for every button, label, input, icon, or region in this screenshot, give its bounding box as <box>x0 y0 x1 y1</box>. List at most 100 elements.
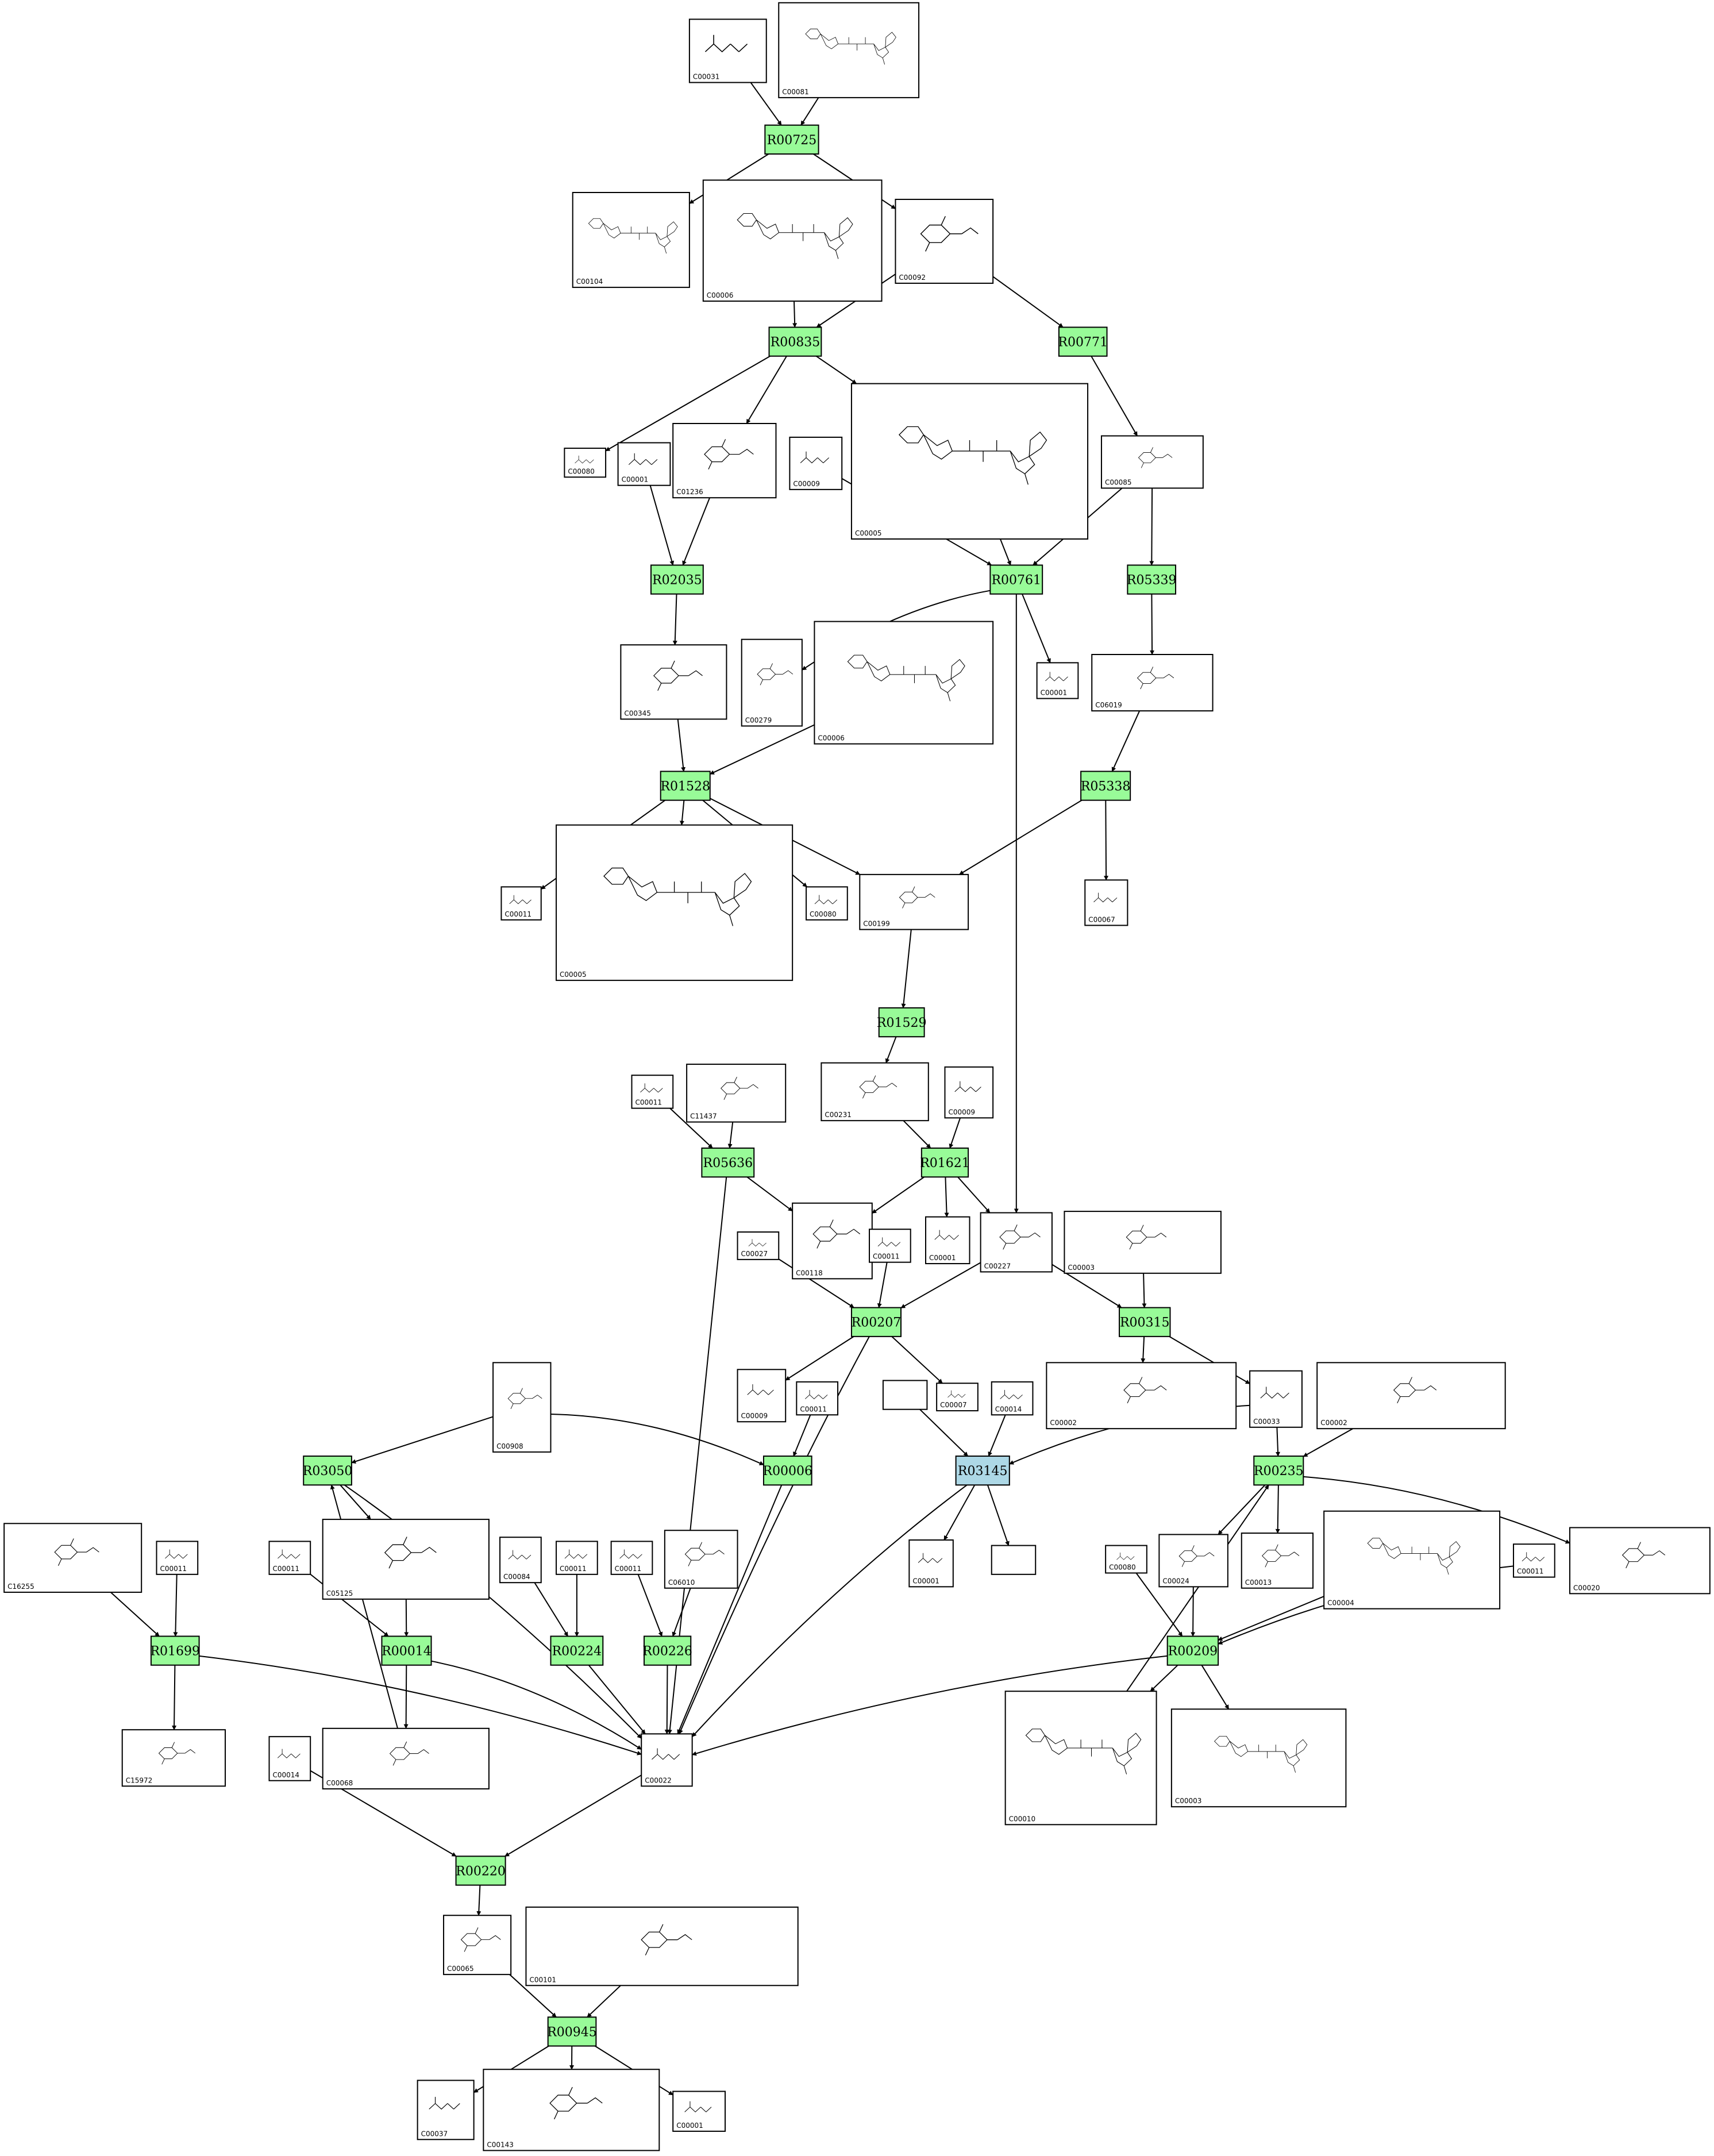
compound-node-C01236[interactable]: C01236 <box>672 423 777 499</box>
reaction-node-r00207[interactable]: R00207 <box>850 1307 902 1337</box>
compound-node-C00345[interactable]: C00345 <box>620 644 727 720</box>
compound-node-C00011[interactable]: C00011 <box>796 1381 839 1416</box>
compound-node-C00014[interactable]: C00014 <box>268 1736 311 1781</box>
compound-node-C00084[interactable]: C00084 <box>499 1537 542 1584</box>
reaction-node-r01528[interactable]: R01528 <box>660 771 711 801</box>
compound-node-C00031[interactable]: C00031 <box>688 18 767 83</box>
compound-node-C00011[interactable]: C00011 <box>556 1541 598 1575</box>
compound-node-C00080[interactable]: C00080 <box>806 886 848 921</box>
compound-box <box>483 2069 660 2151</box>
compound-node-C00011[interactable]: C00011 <box>610 1541 653 1575</box>
compound-node-C15972[interactable]: C15972 <box>121 1729 226 1787</box>
compound-node-C00002[interactable]: C00002 <box>1046 1362 1237 1430</box>
compound-node-C00020[interactable]: C00020 <box>1569 1527 1711 1595</box>
compound-node-C00013[interactable]: C00013 <box>1241 1533 1314 1589</box>
compound-node-C00227[interactable]: C00227 <box>980 1212 1053 1273</box>
compound-node-C00011[interactable]: C00011 <box>500 886 542 921</box>
compound-node-C00033[interactable]: C00033 <box>1249 1370 1303 1428</box>
reaction-node-r00315[interactable]: R00315 <box>1119 1307 1171 1337</box>
compound-label: C00010 <box>1009 1815 1036 1823</box>
reaction-node-r00771[interactable]: R00771 <box>1058 326 1108 357</box>
compound-node-C00006[interactable]: C00006 <box>702 179 883 302</box>
reaction-label: R05339 <box>1127 573 1177 588</box>
compound-node-C00092[interactable]: C00092 <box>895 198 994 284</box>
compound-node-C00011[interactable]: C00011 <box>1513 1543 1555 1578</box>
reaction-node-r00224[interactable]: R00224 <box>550 1635 604 1666</box>
reaction-node-r03145[interactable]: R03145 <box>955 1456 1010 1486</box>
edge-n33-r15 <box>793 1414 811 1457</box>
compound-node-C00001[interactable]: C00001 <box>1036 662 1079 699</box>
compound-node-C06010[interactable]: C06010 <box>664 1530 738 1589</box>
compound-node-C00080[interactable]: C00080 <box>564 448 607 478</box>
compound-node-C00003[interactable]: C00003 <box>1064 1211 1222 1274</box>
compound-node-C00005[interactable]: C00005 <box>850 383 1089 540</box>
reaction-box <box>381 1635 432 1666</box>
compound-node-C00007[interactable]: C00007 <box>936 1383 979 1412</box>
compound-node-C00009[interactable]: C00009 <box>737 1369 787 1423</box>
compound-node-C00003[interactable]: C00003 <box>1170 1708 1347 1808</box>
compound-node-C11437[interactable]: C11437 <box>686 1064 787 1123</box>
reaction-node-r00220[interactable]: R00220 <box>455 1855 506 1886</box>
reaction-node-r03050[interactable]: R03050 <box>303 1456 353 1486</box>
compound-node-C00011[interactable]: C00011 <box>156 1541 199 1575</box>
compound-node-C00231[interactable]: C00231 <box>821 1062 929 1122</box>
reaction-node-r00209[interactable]: R00209 <box>1166 1635 1219 1666</box>
compound-node-C00068[interactable]: C00068 <box>322 1727 490 1790</box>
compound-node-C00081[interactable]: C00081 <box>778 2 920 98</box>
reaction-node-r00945[interactable]: R00945 <box>547 2016 597 2047</box>
reaction-node-r02035[interactable]: R02035 <box>650 564 704 595</box>
compound-node-C00024[interactable]: C00024 <box>1158 1534 1228 1588</box>
compound-node-C00143[interactable]: C00143 <box>483 2069 660 2151</box>
compound-node-C00199[interactable]: C00199 <box>859 873 969 930</box>
compound-node-C00001[interactable]: C00001 <box>672 2090 726 2132</box>
compound-node-C00118[interactable]: C00118 <box>792 1202 873 1280</box>
reaction-node-r00226[interactable]: R00226 <box>642 1635 692 1666</box>
reaction-node-r00725[interactable]: R00725 <box>764 124 819 155</box>
reaction-node-r05338[interactable]: R05338 <box>1080 771 1131 801</box>
compound-node-C00101[interactable]: C00101 <box>525 1906 799 1986</box>
compound-node-unlabeled[interactable] <box>991 1545 1037 1575</box>
compound-node-C00014[interactable]: C00014 <box>991 1381 1034 1416</box>
compound-box <box>778 2 920 98</box>
compound-node-C00104[interactable]: C00104 <box>572 192 690 288</box>
compound-node-C00027[interactable]: C00027 <box>737 1231 780 1260</box>
reaction-node-r05636[interactable]: R05636 <box>701 1148 755 1178</box>
reaction-node-r00835[interactable]: R00835 <box>768 326 822 357</box>
reaction-node-r00014[interactable]: R00014 <box>381 1635 432 1666</box>
compound-node-C00011[interactable]: C00011 <box>631 1075 674 1109</box>
compound-node-C00011[interactable]: C00011 <box>268 1541 311 1575</box>
compound-node-C00067[interactable]: C00067 <box>1084 879 1128 926</box>
compound-node-C00005[interactable]: C00005 <box>556 824 794 981</box>
compound-node-C00009[interactable]: C00009 <box>944 1066 994 1119</box>
reaction-node-r00235[interactable]: R00235 <box>1253 1456 1304 1486</box>
compound-node-C00001[interactable]: C00001 <box>908 1539 954 1588</box>
compound-node-unlabeled[interactable] <box>882 1380 928 1410</box>
reaction-node-r05339[interactable]: R05339 <box>1127 564 1177 595</box>
edge-n64-r24 <box>587 1985 621 2018</box>
reaction-node-r01621[interactable]: R01621 <box>920 1148 970 1178</box>
compound-node-C00010[interactable]: C00010 <box>1004 1691 1157 1826</box>
compound-node-C16255[interactable]: C16255 <box>3 1523 142 1593</box>
compound-node-C00908[interactable]: C00908 <box>492 1362 552 1453</box>
reaction-node-r01529[interactable]: R01529 <box>877 1007 927 1038</box>
compound-node-C00001[interactable]: C00001 <box>925 1216 970 1265</box>
compound-node-C00037[interactable]: C00037 <box>417 2080 475 2140</box>
compound-node-C00002[interactable]: C00002 <box>1316 1362 1506 1430</box>
compound-node-C05125[interactable]: C05125 <box>322 1519 490 1600</box>
compound-node-C06019[interactable]: C06019 <box>1091 654 1214 712</box>
compound-node-C00065[interactable]: C00065 <box>443 1915 512 1976</box>
compound-node-C00001[interactable]: C00001 <box>617 442 671 486</box>
compound-node-C00022[interactable]: C00022 <box>641 1733 693 1787</box>
compound-node-C00279[interactable]: C00279 <box>741 638 803 727</box>
reaction-node-r00761[interactable]: R00761 <box>989 564 1043 595</box>
reaction-node-r00006[interactable]: R00006 <box>763 1456 813 1486</box>
compound-node-C00085[interactable]: C00085 <box>1100 435 1204 489</box>
reaction-node-r01699[interactable]: R01699 <box>150 1635 200 1666</box>
compound-node-C00006[interactable]: C00006 <box>814 621 994 745</box>
compound-node-C00011[interactable]: C00011 <box>869 1229 911 1263</box>
compound-node-C00080[interactable]: C00080 <box>1105 1545 1147 1574</box>
compound-label: C11437 <box>690 1112 717 1121</box>
compound-node-C00004[interactable]: C00004 <box>1323 1510 1501 1610</box>
compound-node-C00009[interactable]: C00009 <box>789 436 843 490</box>
edge-r20-n60 <box>588 1665 646 1735</box>
